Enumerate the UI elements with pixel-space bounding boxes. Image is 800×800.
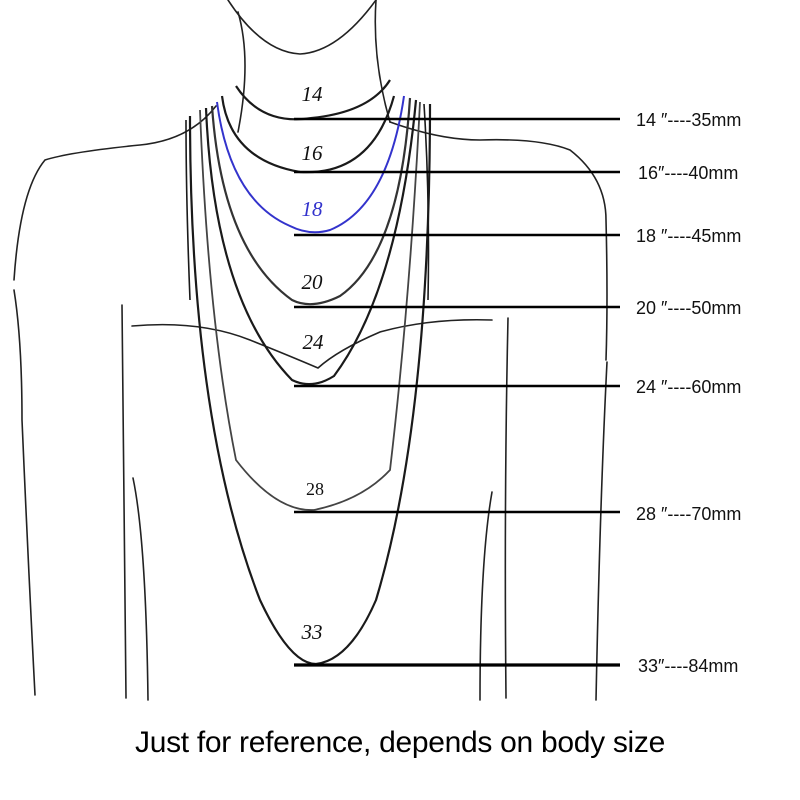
body-outline xyxy=(13,0,608,701)
caption: Just for reference, depends on body size xyxy=(135,726,665,759)
chain-number-20: 20 xyxy=(301,270,323,294)
size-label-14: 14 ″----35mm xyxy=(636,110,742,130)
chain-20 xyxy=(210,97,412,306)
size-label-18: 18 ″----45mm xyxy=(636,226,742,246)
chain-number-33: 33 xyxy=(301,620,323,644)
chains xyxy=(185,79,432,666)
size-label-33: 33″----84mm xyxy=(638,656,739,676)
chain-number-14: 14 xyxy=(301,82,323,106)
chain-number-16: 16 xyxy=(301,141,323,165)
chain-18 xyxy=(216,95,405,234)
size-label-16: 16″----40mm xyxy=(638,163,739,183)
chain-number-28: 28 xyxy=(306,479,324,499)
chain-number-24: 24 xyxy=(302,330,324,354)
size-label-28: 28 ″----70mm xyxy=(636,504,742,524)
chain-28 xyxy=(199,101,421,511)
chain-24 xyxy=(204,99,418,386)
chain-number-18: 18 xyxy=(301,197,323,221)
size-label-24: 24 ″----60mm xyxy=(636,377,742,397)
size-label-20: 20 ″----50mm xyxy=(636,298,742,318)
measure-lines xyxy=(294,117,620,667)
